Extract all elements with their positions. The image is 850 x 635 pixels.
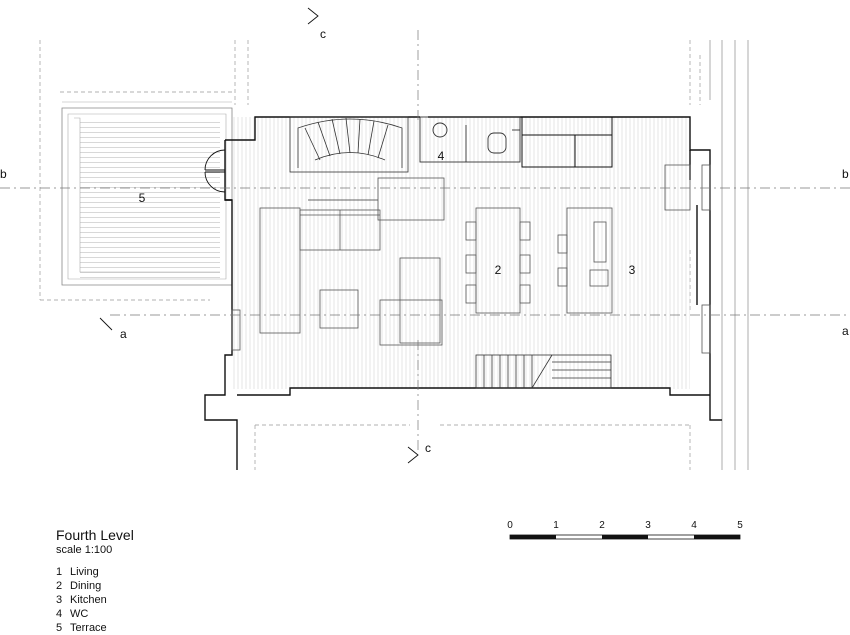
room-tag-dining: 2 bbox=[495, 263, 502, 277]
toilet-icon bbox=[487, 132, 507, 154]
washbasin-icon bbox=[432, 122, 448, 138]
scale-bar: 0 1 2 3 4 5 bbox=[507, 520, 743, 540]
section-label-c-top: c bbox=[320, 27, 326, 41]
terrace-deck bbox=[61, 101, 233, 286]
kitchen-counter bbox=[521, 116, 613, 168]
scale-segment bbox=[602, 535, 648, 539]
scale-tick-1: 1 bbox=[553, 520, 559, 531]
spiral-stair bbox=[289, 116, 409, 201]
interior-floor bbox=[232, 117, 690, 389]
scale-tick-0: 0 bbox=[507, 520, 513, 531]
floor-plan-drawing: 5 4 2 3 c c b b a a bbox=[0, 7, 850, 470]
section-label-c-bottom: c bbox=[425, 441, 431, 455]
terrace-doors bbox=[204, 149, 226, 193]
kitchen-island bbox=[557, 207, 613, 314]
section-label-b-left: b bbox=[0, 167, 7, 181]
room-tag-kitchen: 3 bbox=[629, 263, 636, 277]
section-lines bbox=[0, 30, 850, 450]
scale-tick-2: 2 bbox=[599, 520, 605, 531]
living-furniture bbox=[259, 177, 445, 346]
plan-title: Fourth Level bbox=[56, 527, 134, 543]
scale-tick-5: 5 bbox=[737, 520, 743, 531]
dining-table bbox=[465, 207, 531, 314]
neighbour-walls-right bbox=[709, 40, 749, 470]
section-markers bbox=[99, 7, 419, 464]
room-tag-terrace: 5 bbox=[139, 191, 146, 205]
lower-stair bbox=[475, 354, 612, 389]
scale-tick-3: 3 bbox=[645, 520, 651, 531]
section-labels: c c b b a a bbox=[0, 27, 849, 455]
context-lines bbox=[39, 40, 701, 470]
plan-scale: scale 1:100 bbox=[56, 544, 113, 556]
wc-room bbox=[419, 116, 521, 163]
scale-segment bbox=[510, 535, 556, 539]
room-tag-wc: 4 bbox=[438, 149, 445, 163]
scale-segment bbox=[694, 535, 740, 539]
section-label-b-right: b bbox=[842, 167, 849, 181]
room-tags: 5 4 2 3 bbox=[139, 149, 636, 277]
window-strips bbox=[231, 164, 711, 354]
section-label-a-left: a bbox=[120, 327, 127, 341]
section-label-a-right: a bbox=[842, 324, 849, 338]
scale-tick-4: 4 bbox=[691, 520, 697, 531]
